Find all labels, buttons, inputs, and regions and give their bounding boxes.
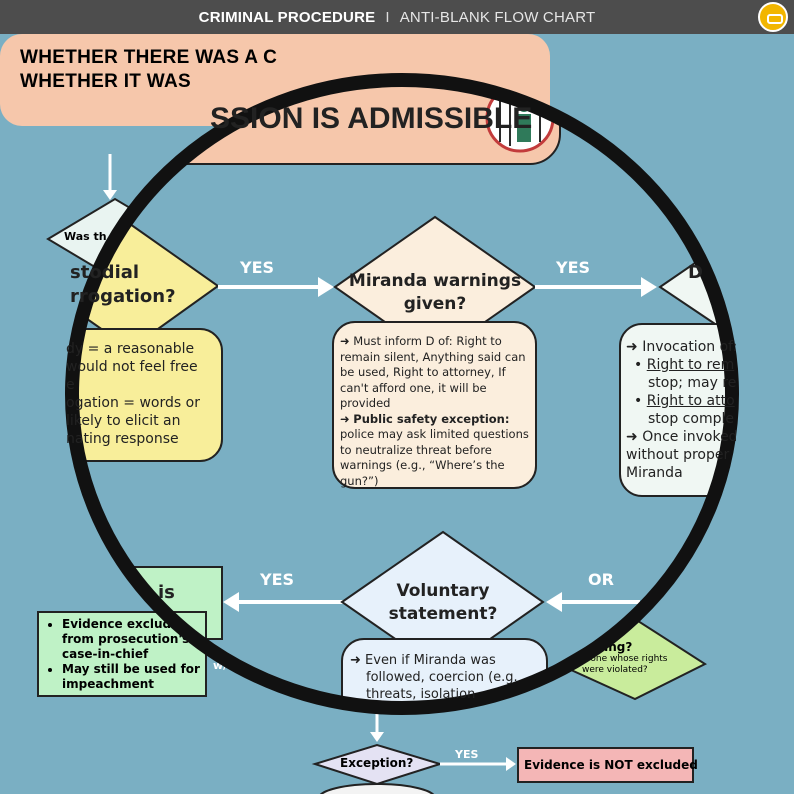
once-invoked: ➜ Once invoked xyxy=(626,429,736,445)
custody-line-4: ogation = words or xyxy=(66,395,200,411)
voluntary-note-2: followed, coercion (e.g. xyxy=(366,670,518,685)
invocation-note: ➜ Invocation of: • Right to rem stop; ma… xyxy=(626,338,736,482)
custody-line-1: dy = a reasonable xyxy=(66,341,195,357)
miranda-word: Miranda xyxy=(626,465,683,481)
bottom-oval xyxy=(319,783,435,794)
miranda-must-item: ➜ Must inform D of: Right to remain sile… xyxy=(340,334,526,410)
not-excluded-box xyxy=(517,747,694,783)
without-proper: without proper xyxy=(626,447,730,463)
custody-note-box xyxy=(72,328,223,462)
invocation-item-1: • Right to rem xyxy=(634,357,735,373)
public-safety-label: Public safety exception: xyxy=(353,411,510,426)
voluntary-note-item: ➜ Even if Miranda was xyxy=(350,653,496,668)
invocation-diamond-label: D xyxy=(688,262,703,283)
arrow-title-down-head xyxy=(103,190,117,200)
invocation-of: ➜ Invocation of: xyxy=(626,339,736,355)
once-invoked-text: Once invoked xyxy=(642,429,736,445)
edge-yes-1: YES xyxy=(240,258,275,277)
exception-label: Exception? xyxy=(340,756,414,770)
excluded-item-1: Evidence excluded from prosecution's cas… xyxy=(62,617,206,662)
arrow-vol-down-head xyxy=(370,732,384,742)
arrow-exception-yes-head xyxy=(506,757,516,771)
inv-item2-b: stop comple xyxy=(648,411,734,427)
invocation-item-2: • Right to atto xyxy=(634,393,735,409)
miranda-label: Miranda warnings given? xyxy=(348,271,522,314)
custody-line-2: would not feel free xyxy=(66,359,198,375)
not-excluded-label: Evidence is NOT excluded xyxy=(524,758,698,772)
header-separator: I xyxy=(385,8,390,26)
voluntary-note-3: threats, isolation xyxy=(366,687,476,702)
miranda-must-text: Must inform D of: Right to remain silent… xyxy=(340,334,526,410)
edge-yes-2: YES xyxy=(556,258,591,277)
voluntary-label: Voluntary statement? xyxy=(388,581,498,624)
magnifier-shapes xyxy=(65,73,739,715)
lens-title-text: SSION IS ADMISSIBLE xyxy=(210,102,533,135)
excluded-list: Evidence excluded from prosecution's cas… xyxy=(46,617,206,692)
edge-yes-bottom: YES xyxy=(260,570,295,589)
inv-item1-b: stop; may re xyxy=(648,375,736,391)
title-line-1: WHETHER THERE WAS A C xyxy=(20,47,278,68)
inv-item2-a: Right to atto xyxy=(646,393,735,409)
header-subtitle: ANTI-BLANK FLOW CHART xyxy=(399,8,596,26)
header-title: CRIMINAL PROCEDURE xyxy=(198,8,376,26)
excluded-item-2: May still be used for impeachment xyxy=(62,662,206,692)
title-line-2: WHETHER IT WAS xyxy=(20,71,191,92)
flowchart-canvas: WHETHER THERE WAS A C WHETHER IT WAS Was… xyxy=(0,34,794,794)
was-there-label: Was th xyxy=(64,230,107,243)
public-safety-item: ➜ Public safety exception: police may as… xyxy=(340,411,529,488)
custody-line-5: likely to elicit an xyxy=(66,413,181,429)
invocation-of-text: Invocation of: xyxy=(642,339,736,355)
custodial-label: stodial rrogation? xyxy=(70,262,176,307)
public-safety-text: police may ask limited questions to neut… xyxy=(340,427,529,488)
excluded-head: is xyxy=(158,582,175,603)
exception-yes-label: YES xyxy=(455,748,479,761)
inv-item1-a: Right to rem xyxy=(646,357,735,373)
custody-note: dy = a reasonable would not feel free e … xyxy=(66,340,226,448)
logo-icon xyxy=(758,2,788,32)
magnifier-ring xyxy=(65,73,739,715)
voluntary-note-1: Even if Miranda was xyxy=(365,653,496,668)
custody-line-6: nating response xyxy=(66,431,179,447)
custody-line-3: e xyxy=(66,377,75,393)
voluntary-note: ➜ Even if Miranda was followed, coercion… xyxy=(350,652,540,703)
miranda-note-box xyxy=(332,321,537,489)
miranda-note: ➜ Must inform D of: Right to remain sile… xyxy=(340,334,533,489)
header-bar: CRIMINAL PROCEDURE I ANTI-BLANK FLOW CHA… xyxy=(0,0,794,34)
edge-or: OR xyxy=(588,570,614,589)
